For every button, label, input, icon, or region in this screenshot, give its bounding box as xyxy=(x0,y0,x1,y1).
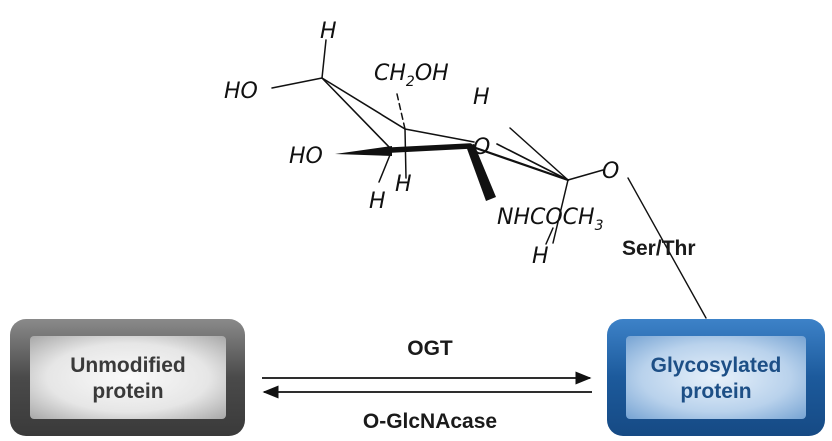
bond-c1-o xyxy=(567,169,604,181)
atom-h-top: H xyxy=(320,19,337,44)
bond-c4-c5 xyxy=(321,77,406,130)
glcnac-atom-labels: H HO CH2OH H O HO H H NHCOCH3 H O Ser/Th… xyxy=(224,19,696,269)
atom-ch2oh: CH2OH xyxy=(374,61,449,90)
atom-h-c5: H xyxy=(473,85,490,110)
bond-c5-ch2oh xyxy=(396,93,406,130)
ser-thr-label: Ser/Thr xyxy=(622,237,696,260)
unmodified-protein-box: Unmodified protein xyxy=(10,319,245,436)
bond-c2-c1 xyxy=(468,144,570,182)
unmodified-box-inner xyxy=(30,336,226,419)
reaction-arrows: OGT O-GlcNAcase xyxy=(262,337,592,433)
glycosylated-box-inner xyxy=(626,336,806,419)
bond-c3-oh-wedge xyxy=(335,146,392,156)
bond-h-c1 xyxy=(545,227,554,245)
glycosylated-line1: Glycosylated xyxy=(651,354,782,377)
atom-ho-c3: HO xyxy=(289,144,323,169)
atom-o-link: O xyxy=(602,159,619,184)
bond-o-c1 xyxy=(496,143,569,181)
bond-c2-n-wedge xyxy=(466,144,496,201)
glycosylated-line2: protein xyxy=(680,380,751,403)
bond-c4-h xyxy=(321,39,327,79)
atom-nhcoch3: NHCOCH3 xyxy=(497,205,604,234)
bond-c5-h xyxy=(404,128,407,179)
o-glcnacase-label: O-GlcNAcase xyxy=(363,410,497,433)
bond-c4-oh xyxy=(271,77,323,89)
glcnac-ring-bonds xyxy=(271,39,707,319)
atom-h-c2: H xyxy=(369,189,386,214)
bond-c4-c3 xyxy=(321,77,393,151)
bond-o-ser xyxy=(627,177,707,319)
unmodified-line2: protein xyxy=(92,380,163,403)
bond-c1-down xyxy=(552,179,569,244)
bond-c1-up xyxy=(509,127,569,181)
bond-c5-o xyxy=(404,128,475,143)
atom-ring-o: O xyxy=(473,135,490,160)
glycosylated-protein-box: Glycosylated protein xyxy=(607,319,825,436)
atom-h-c3: H xyxy=(395,172,412,197)
bond-c3-c2-bold xyxy=(389,143,473,153)
atom-h-nh: H xyxy=(532,244,549,269)
unmodified-line1: Unmodified xyxy=(70,354,186,377)
ogt-label: OGT xyxy=(407,337,453,360)
atom-ho-left: HO xyxy=(224,79,258,104)
